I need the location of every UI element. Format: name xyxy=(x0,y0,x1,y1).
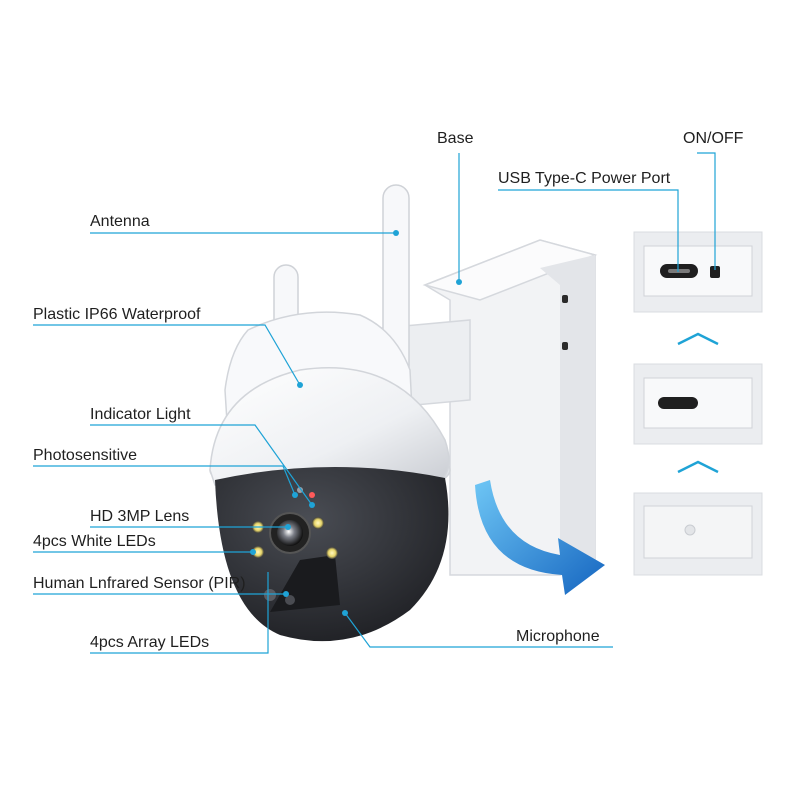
label-usb-port: USB Type-C Power Port xyxy=(498,170,671,187)
label-waterproof: Plastic IP66 Waterproof xyxy=(33,306,201,323)
label-base: Base xyxy=(437,130,474,147)
label-array-leds: 4pcs Array LEDs xyxy=(90,634,210,651)
label-on-off: ON/OFF xyxy=(683,130,744,147)
label-indicator-light: Indicator Light xyxy=(90,406,191,423)
label-antenna: Antenna xyxy=(90,213,150,230)
chevron-up-icon xyxy=(677,460,719,474)
label-photosensitive: Photosensitive xyxy=(33,447,138,464)
camera-dome xyxy=(209,311,451,642)
callout-dots xyxy=(250,230,462,616)
label-microphone: Microphone xyxy=(516,628,600,645)
callout-lines xyxy=(33,152,716,654)
label-white-leds: 4pcs White LEDs xyxy=(33,533,156,550)
curved-arrow-icon xyxy=(475,480,605,595)
label-lens: HD 3MP Lens xyxy=(90,508,190,525)
label-pir-sensor: Human Lnfrared Sensor (PIR) xyxy=(33,575,246,592)
chevron-up-icon xyxy=(677,332,719,346)
detail-panels xyxy=(633,231,763,576)
